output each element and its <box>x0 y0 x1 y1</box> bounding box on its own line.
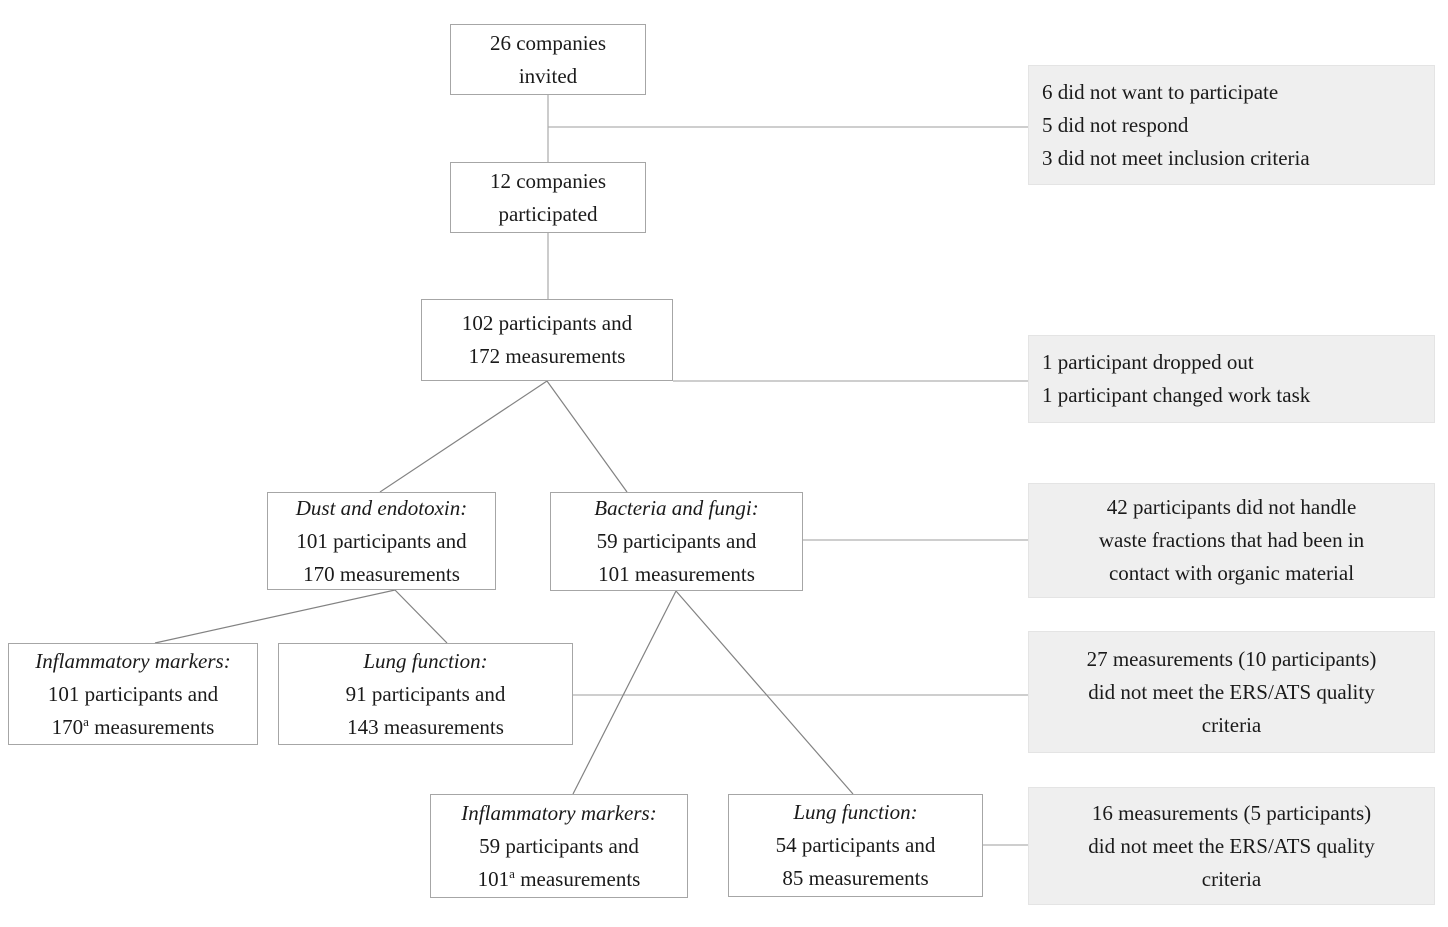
node-title: Inflammatory markers: <box>35 648 231 673</box>
note-line: 42 participants did not handle <box>1106 495 1357 519</box>
note-organic-exclusion: 42 participants did not handle waste fra… <box>1028 483 1435 598</box>
node-bacteria-and-fungi: Bacteria and fungi: 59 participants and … <box>550 492 803 591</box>
footnote-marker: a <box>83 713 89 729</box>
note-quality-criteria-dust: 27 measurements (10 participants) did no… <box>1028 631 1435 753</box>
connector-enrolled-to-dust <box>379 380 548 493</box>
node-line: 59 participants and <box>479 833 639 858</box>
connector-dust-to-inflammatory <box>154 589 396 644</box>
node-line: 54 participants and <box>775 833 936 857</box>
node-inflammatory-markers-bacteria: Inflammatory markers: 59 participants an… <box>430 794 688 898</box>
node-inflammatory-markers-dust: Inflammatory markers: 101 participants a… <box>8 643 258 745</box>
note-line: did not meet the ERS/ATS quality <box>1088 833 1375 858</box>
footnote-marker: a <box>509 865 515 881</box>
node-line: 91 participants and <box>345 681 506 706</box>
node-line: 12 companies <box>489 168 607 193</box>
node-title: Bacteria and fungi: <box>594 496 759 520</box>
node-line: 172 measurements <box>468 344 626 368</box>
node-line: 59 participants and <box>596 529 757 553</box>
connector-enrolled-to-bacteria <box>546 380 628 493</box>
node-line: 26 companies <box>489 30 607 55</box>
note-quality-criteria-bacteria: 16 measurements (5 participants) did not… <box>1028 787 1435 905</box>
node-line: 170a measurements <box>52 711 215 744</box>
note-line: 6 did not want to participate <box>1042 79 1279 104</box>
note-line: did not meet the ERS/ATS quality <box>1088 679 1375 704</box>
node-line: 101 participants and <box>47 681 219 706</box>
note-line: 3 did not meet inclusion criteria <box>1042 145 1310 170</box>
note-line: criteria <box>1201 866 1262 891</box>
node-title: Dust and endotoxin: <box>295 495 468 520</box>
note-line: 1 participant changed work task <box>1042 383 1311 407</box>
measurement-count: 101 <box>477 866 510 891</box>
note-line: 27 measurements (10 participants) <box>1086 646 1377 671</box>
node-line: 102 participants and <box>461 311 633 335</box>
node-line: 101 participants and <box>296 528 467 553</box>
note-line: contact with organic material <box>1108 561 1355 585</box>
node-line: invited <box>518 63 578 88</box>
node-dust-and-endotoxin: Dust and endotoxin: 101 participants and… <box>267 492 496 590</box>
note-line: 16 measurements (5 participants) <box>1091 800 1372 825</box>
note-line: waste fractions that had been in <box>1098 528 1365 552</box>
node-line: 101 measurements <box>598 562 755 586</box>
note-line: 5 did not respond <box>1042 112 1189 137</box>
note-invitation-exclusions: 6 did not want to participate 5 did not … <box>1028 65 1435 185</box>
node-companies-invited: 26 companies invited <box>450 24 646 95</box>
node-title: Lung function: <box>363 648 488 673</box>
node-line: participated <box>498 201 598 226</box>
connector-bacteria-to-lung <box>675 590 854 795</box>
node-title: Lung function: <box>793 800 918 824</box>
connector-dust-to-lung <box>394 589 448 644</box>
note-line: criteria <box>1201 712 1262 737</box>
node-lung-function-dust: Lung function: 91 participants and 143 m… <box>278 643 573 745</box>
connector-bacteria-to-inflammatory <box>572 590 677 795</box>
note-line: 1 participant dropped out <box>1042 350 1254 374</box>
node-participants-enrolled: 102 participants and 172 measurements <box>421 299 673 381</box>
measurement-count: 170 <box>51 714 84 739</box>
note-participant-exclusions: 1 participant dropped out 1 participant … <box>1028 335 1435 423</box>
node-line: 85 measurements <box>782 866 929 890</box>
node-lung-function-bacteria: Lung function: 54 participants and 85 me… <box>728 794 983 897</box>
measurement-label: measurements <box>88 714 215 739</box>
node-line: 143 measurements <box>347 714 504 739</box>
node-line: 170 measurements <box>303 561 460 586</box>
node-companies-participated: 12 companies participated <box>450 162 646 233</box>
node-line: 101a measurements <box>478 863 641 896</box>
node-title: Inflammatory markers: <box>461 800 657 825</box>
measurement-label: measurements <box>514 866 641 891</box>
